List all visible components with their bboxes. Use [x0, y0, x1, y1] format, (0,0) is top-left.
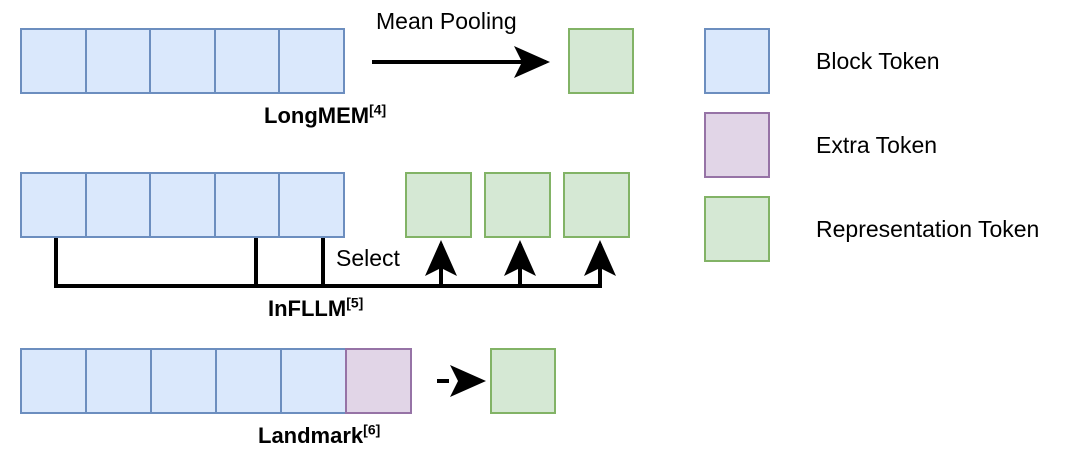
landmark-method-name: Landmark	[258, 423, 364, 448]
landmark-block-token-strip	[20, 348, 414, 414]
legend-swatch-representation-token	[704, 196, 770, 262]
block-token-cell	[20, 348, 87, 414]
block-token-cell	[149, 172, 216, 238]
legend-swatch-block-token	[704, 28, 770, 94]
landmark-reference: [6]	[363, 421, 381, 438]
block-token-cell	[20, 28, 87, 94]
extra-token-cell	[345, 348, 412, 414]
landmark-method-label: Landmark[6]	[258, 423, 380, 449]
longmem-reference: [4]	[369, 101, 387, 118]
block-token-cell	[280, 348, 347, 414]
infllm-representation-token	[484, 172, 551, 238]
infllm-reference: [5]	[346, 294, 364, 311]
select-label: Select	[336, 245, 400, 271]
longmem-block-token-strip	[20, 28, 345, 94]
block-token-cell	[215, 348, 282, 414]
infllm-block-token-strip	[20, 172, 345, 238]
block-token-cell	[149, 28, 216, 94]
select-connector-lines	[54, 238, 616, 288]
longmem-representation-token	[568, 28, 634, 94]
infllm-representation-token	[563, 172, 630, 238]
legend-swatch-extra-token	[704, 112, 770, 178]
block-token-cell	[85, 348, 152, 414]
block-token-cell	[213, 172, 281, 238]
block-token-cell	[20, 172, 87, 238]
block-token-cell	[278, 28, 345, 94]
legend-label-representation-token: Representation Token	[816, 216, 1040, 242]
block-token-cell	[84, 172, 152, 238]
block-token-cell	[84, 28, 152, 94]
infllm-representation-token	[405, 172, 472, 238]
legend-label-block-token: Block Token	[816, 48, 940, 74]
mean-pooling-label: Mean Pooling	[376, 8, 517, 34]
infllm-method-label: InFLLM[5]	[268, 296, 363, 322]
legend-label-extra-token: Extra Token	[816, 132, 938, 158]
longmem-method-name: LongMEM	[264, 103, 370, 128]
landmark-representation-token	[490, 348, 556, 414]
infllm-method-name: InFLLM	[268, 296, 347, 321]
block-token-cell	[150, 348, 217, 414]
block-token-cell	[213, 28, 281, 94]
longmem-method-label: LongMEM[4]	[264, 103, 386, 129]
block-token-cell	[278, 172, 345, 238]
